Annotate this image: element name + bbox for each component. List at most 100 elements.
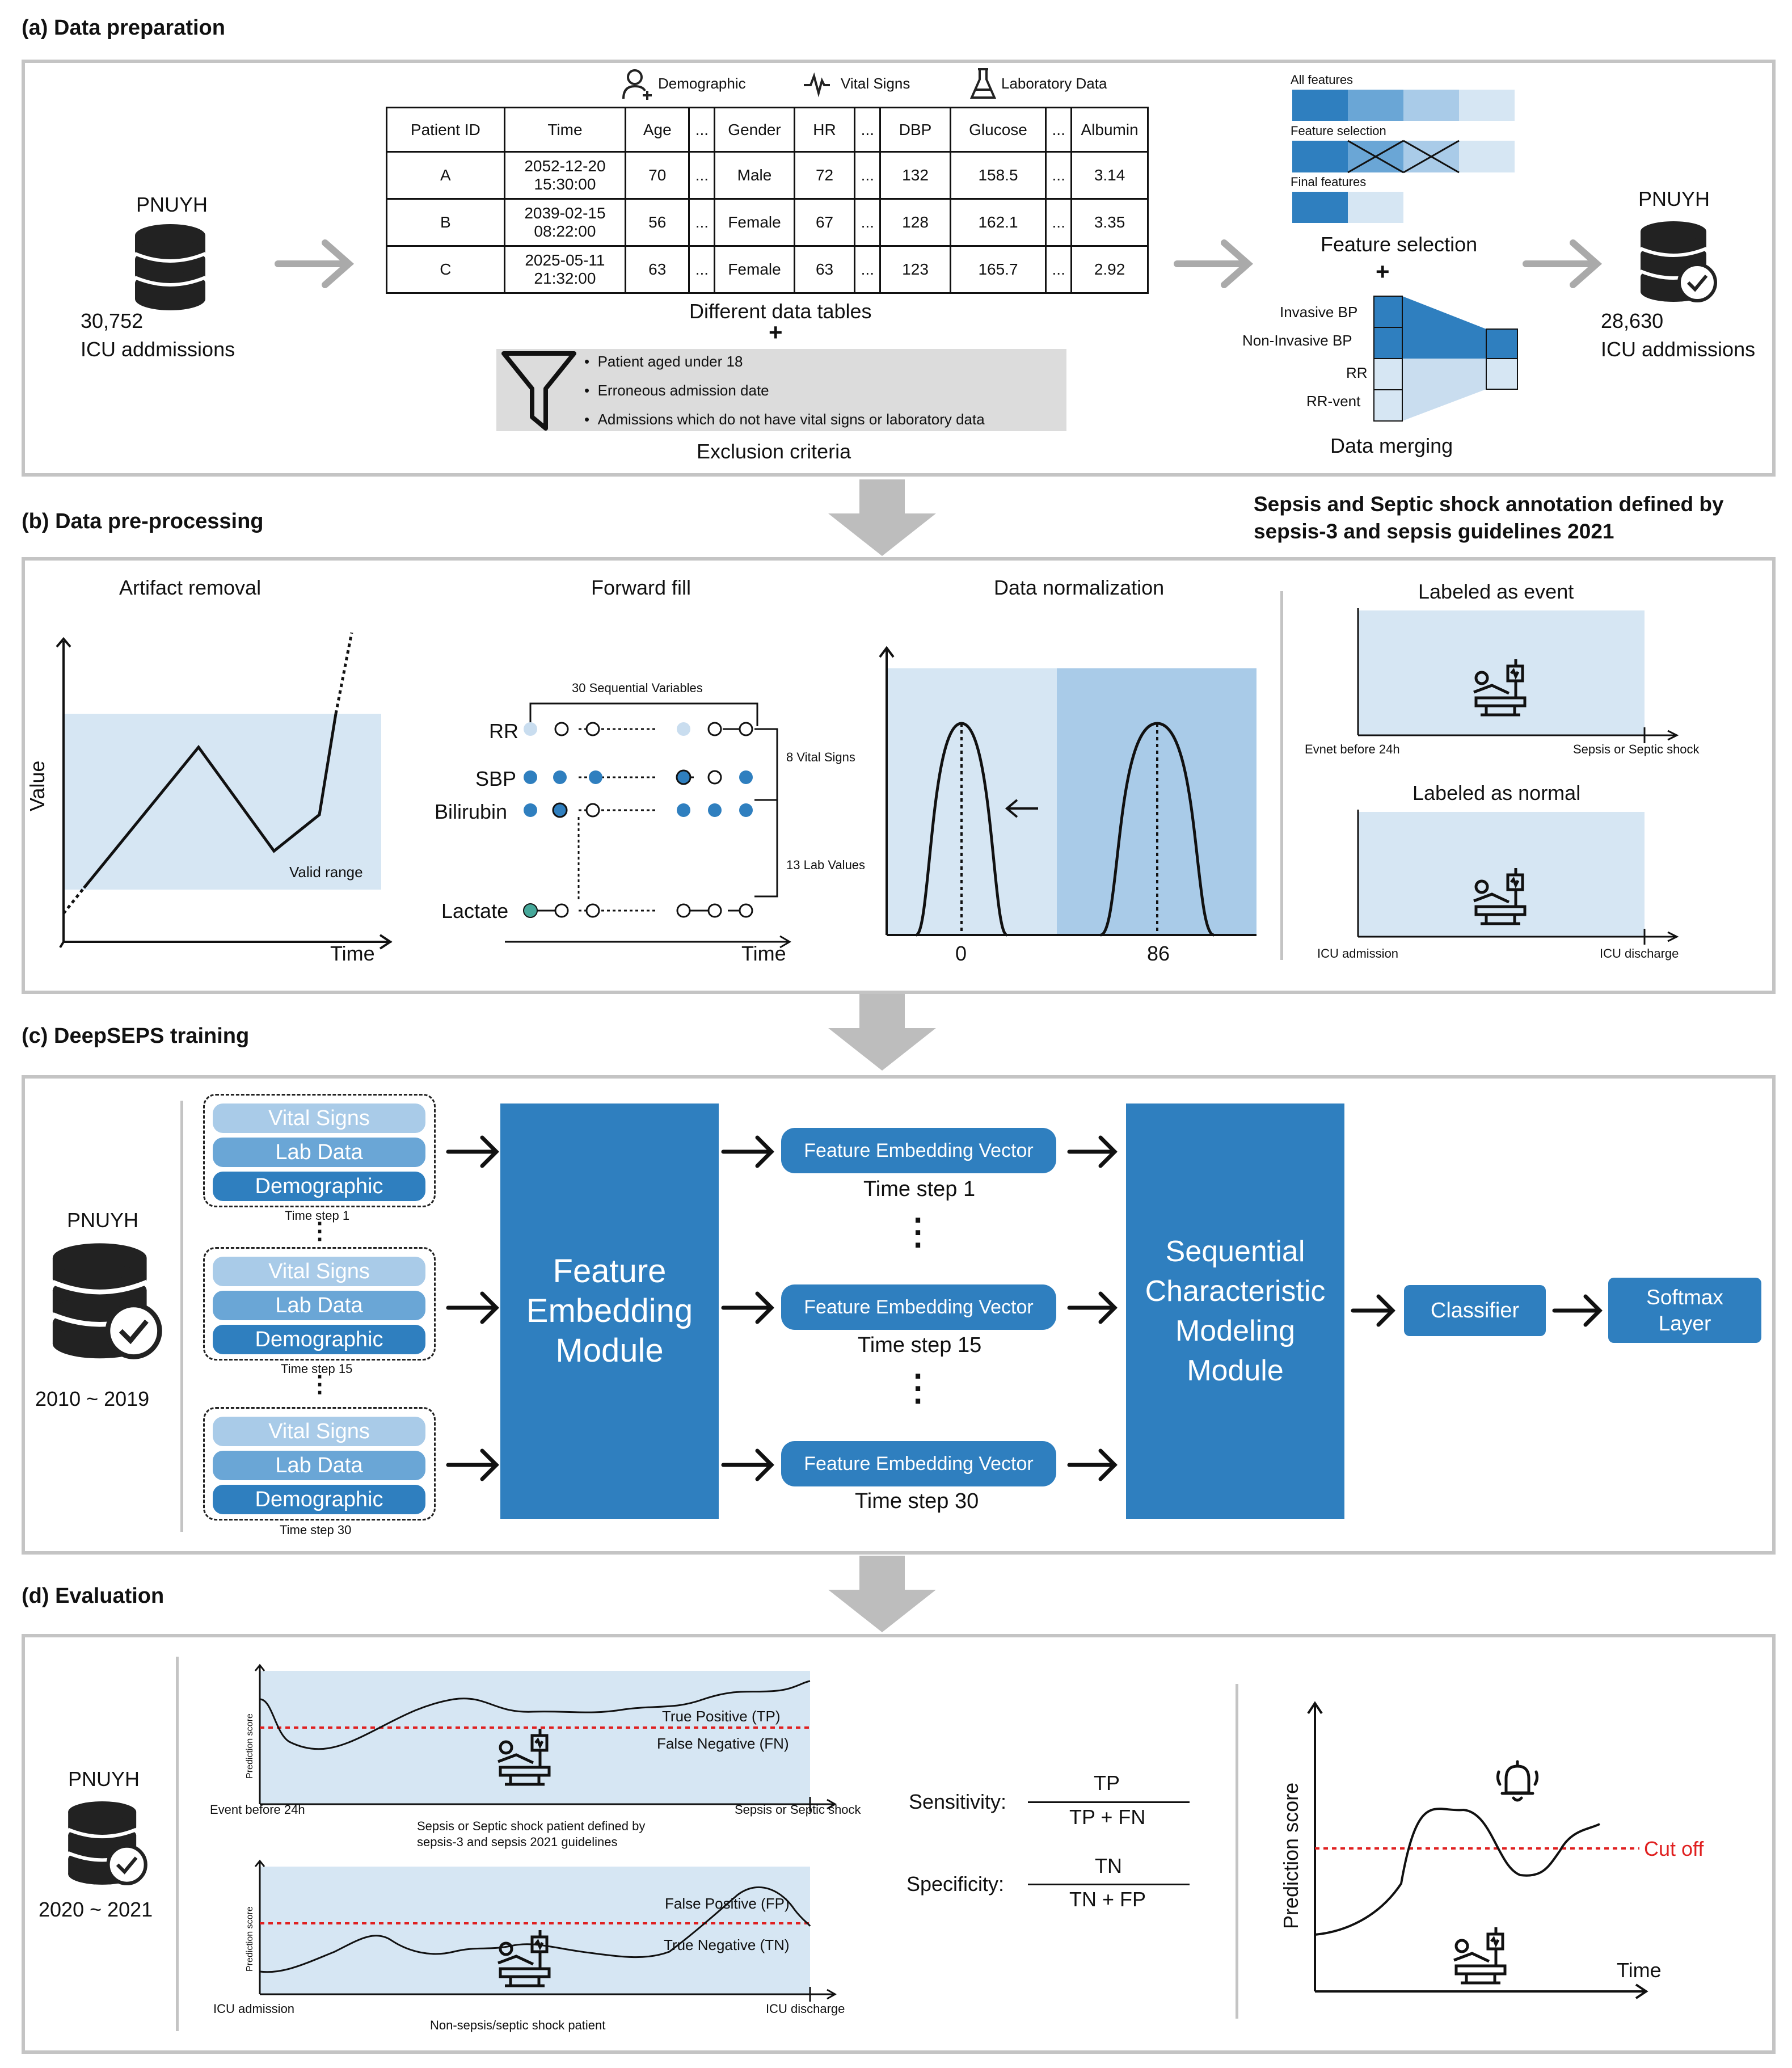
table-cell: ...: [854, 151, 882, 200]
source-c-name: PNUYH: [67, 1208, 139, 1232]
eval-fn: False Negative (FN): [657, 1735, 789, 1752]
ffill-top: 30 Sequential Variables: [572, 681, 703, 695]
eval-tp: True Positive (TP): [662, 1708, 781, 1725]
exclusion-item: • Erroneous admission date: [584, 382, 769, 399]
divider: [1280, 591, 1283, 960]
eval-bottom-right: ICU discharge: [766, 2002, 845, 2016]
eval-tn: True Negative (TN): [664, 1936, 790, 1953]
input-group: [203, 1094, 436, 1207]
vertical-dots: ···: [913, 1202, 925, 1263]
patient-bed-icon: [497, 1729, 551, 1786]
input-group: [203, 1407, 436, 1521]
down-arrow-icon: [828, 994, 936, 1071]
section-c-title: (c) DeepSEPS training: [22, 1024, 250, 1048]
table-cell: 132: [879, 151, 951, 200]
scm-label: Sequential Characteristic Modeling Modul…: [1145, 1235, 1326, 1387]
table-cell: ...: [1045, 198, 1073, 247]
result-name: PNUYH: [1638, 187, 1710, 210]
lab-data-pill: Lab Data: [213, 1291, 425, 1320]
fraction-bar: [1028, 1884, 1190, 1885]
artifact-title: Artifact removal: [119, 576, 262, 599]
legend-demographic: Demographic: [658, 75, 746, 92]
time-step-label: Time step 30: [280, 1523, 352, 1537]
norm-title: Data normalization: [994, 576, 1165, 599]
exclusion-caption: Exclusion criteria: [697, 440, 851, 463]
alarm-ylabel: Prediction score: [1279, 1782, 1302, 1929]
table-cell: 3.35: [1070, 198, 1149, 247]
table-row: C 2025-05-11 21:32:00 63 ... Female 63 .…: [386, 245, 1149, 294]
table-row: A 2052-12-20 15:30:00 70 ... Male 72 ...…: [386, 151, 1149, 200]
fs-all-bar: [1292, 90, 1515, 121]
eval-bottom-left: ICU admission: [213, 2002, 295, 2016]
person-plus-icon: [622, 69, 652, 100]
table-cell: A: [386, 151, 505, 200]
vital-signs-pill: Vital Signs: [213, 1104, 425, 1133]
norm-tick-0: 0: [955, 942, 967, 965]
merge-label: Invasive BP: [1280, 304, 1358, 321]
merge-label: RR-vent: [1306, 393, 1361, 410]
eval-bottom-ylabel: Prediction score: [245, 1906, 255, 1972]
table-cell: 3.14: [1070, 151, 1149, 200]
table-header: ...: [854, 107, 882, 153]
section-a-title: (a) Data preparation: [22, 16, 225, 40]
source-a-count: 30,752: [81, 309, 144, 332]
arrow-right-icon: [275, 239, 355, 288]
plus-sign: +: [769, 319, 783, 346]
legend-lab: Laboratory Data: [1001, 75, 1107, 92]
demographic-pill: Demographic: [213, 1172, 425, 1201]
sensitivity-label: Sensitivity:: [909, 1790, 1007, 1813]
normal-title: Labeled as normal: [1412, 781, 1581, 805]
table-cell: ...: [688, 245, 716, 294]
normal-right: ICU discharge: [1600, 946, 1679, 961]
table-row: B 2039-02-15 08:22:00 56 ... Female 67 .…: [386, 198, 1149, 247]
merging-caption: Data merging: [1330, 434, 1453, 457]
vital-signs-pill: Vital Signs: [213, 1257, 425, 1286]
panel-b: [22, 557, 1776, 994]
funnel-icon: [501, 351, 576, 431]
down-arrow-icon: [828, 1556, 936, 1632]
database-icon: [134, 224, 206, 310]
alarm-bell-icon: [1496, 1760, 1539, 1802]
normal-left: ICU admission: [1317, 946, 1399, 961]
table-header: ...: [688, 107, 716, 153]
lab-data-pill: Lab Data: [213, 1451, 425, 1480]
table-cell: B: [386, 198, 505, 247]
table-header: Glucose: [949, 107, 1047, 153]
table-cell: ...: [854, 245, 882, 294]
panel-a: [22, 60, 1776, 477]
ffill-xlabel: Time: [741, 942, 786, 965]
demographic-pill: Demographic: [213, 1325, 425, 1354]
table-cell: 128: [879, 198, 951, 247]
sequential-modeling-module: Sequential Characteristic Modeling Modul…: [1126, 1104, 1344, 1519]
exclusion-item: • Patient aged under 18: [584, 353, 743, 370]
divider: [176, 1657, 179, 2031]
database-check-icon: [67, 1801, 147, 1885]
alarm-plot: [1307, 1701, 1648, 1999]
table-header: Albumin: [1070, 107, 1149, 153]
fs-final-bar: [1292, 192, 1403, 223]
specificity-label: Specificity:: [906, 1872, 1005, 1896]
result-count: 28,630: [1601, 309, 1664, 332]
database-check-icon: [52, 1243, 162, 1359]
divider: [1236, 1684, 1238, 2019]
panel-d: [22, 1634, 1776, 2054]
table-cell: 162.1: [949, 198, 1047, 247]
table-cell: ...: [688, 151, 716, 200]
table-cell: 123: [879, 245, 951, 294]
cutoff-label: Cut off: [1644, 1837, 1704, 1860]
table-cell: Female: [714, 245, 795, 294]
source-a-name: PNUYH: [136, 193, 208, 216]
annotation-title: Sepsis and Septic shock annotation defin…: [1254, 492, 1724, 543]
table-cell: 67: [793, 198, 856, 247]
patient-bed-icon: [497, 1930, 551, 1987]
table-cell: 72: [793, 151, 856, 200]
fs-caption: Feature selection: [1321, 233, 1478, 256]
result-unit: ICU addmissions: [1601, 338, 1756, 361]
vital-signs-pill: Vital Signs: [213, 1417, 425, 1446]
norm-tick-86: 86: [1147, 942, 1170, 965]
plus-sign-2: +: [1376, 258, 1390, 285]
ffill-var: SBP: [475, 767, 517, 790]
time-step-caption: Time step 1: [863, 1177, 976, 1201]
time-step-label: Time step 1: [285, 1208, 350, 1223]
time-step-caption: Time step 30: [855, 1489, 979, 1513]
